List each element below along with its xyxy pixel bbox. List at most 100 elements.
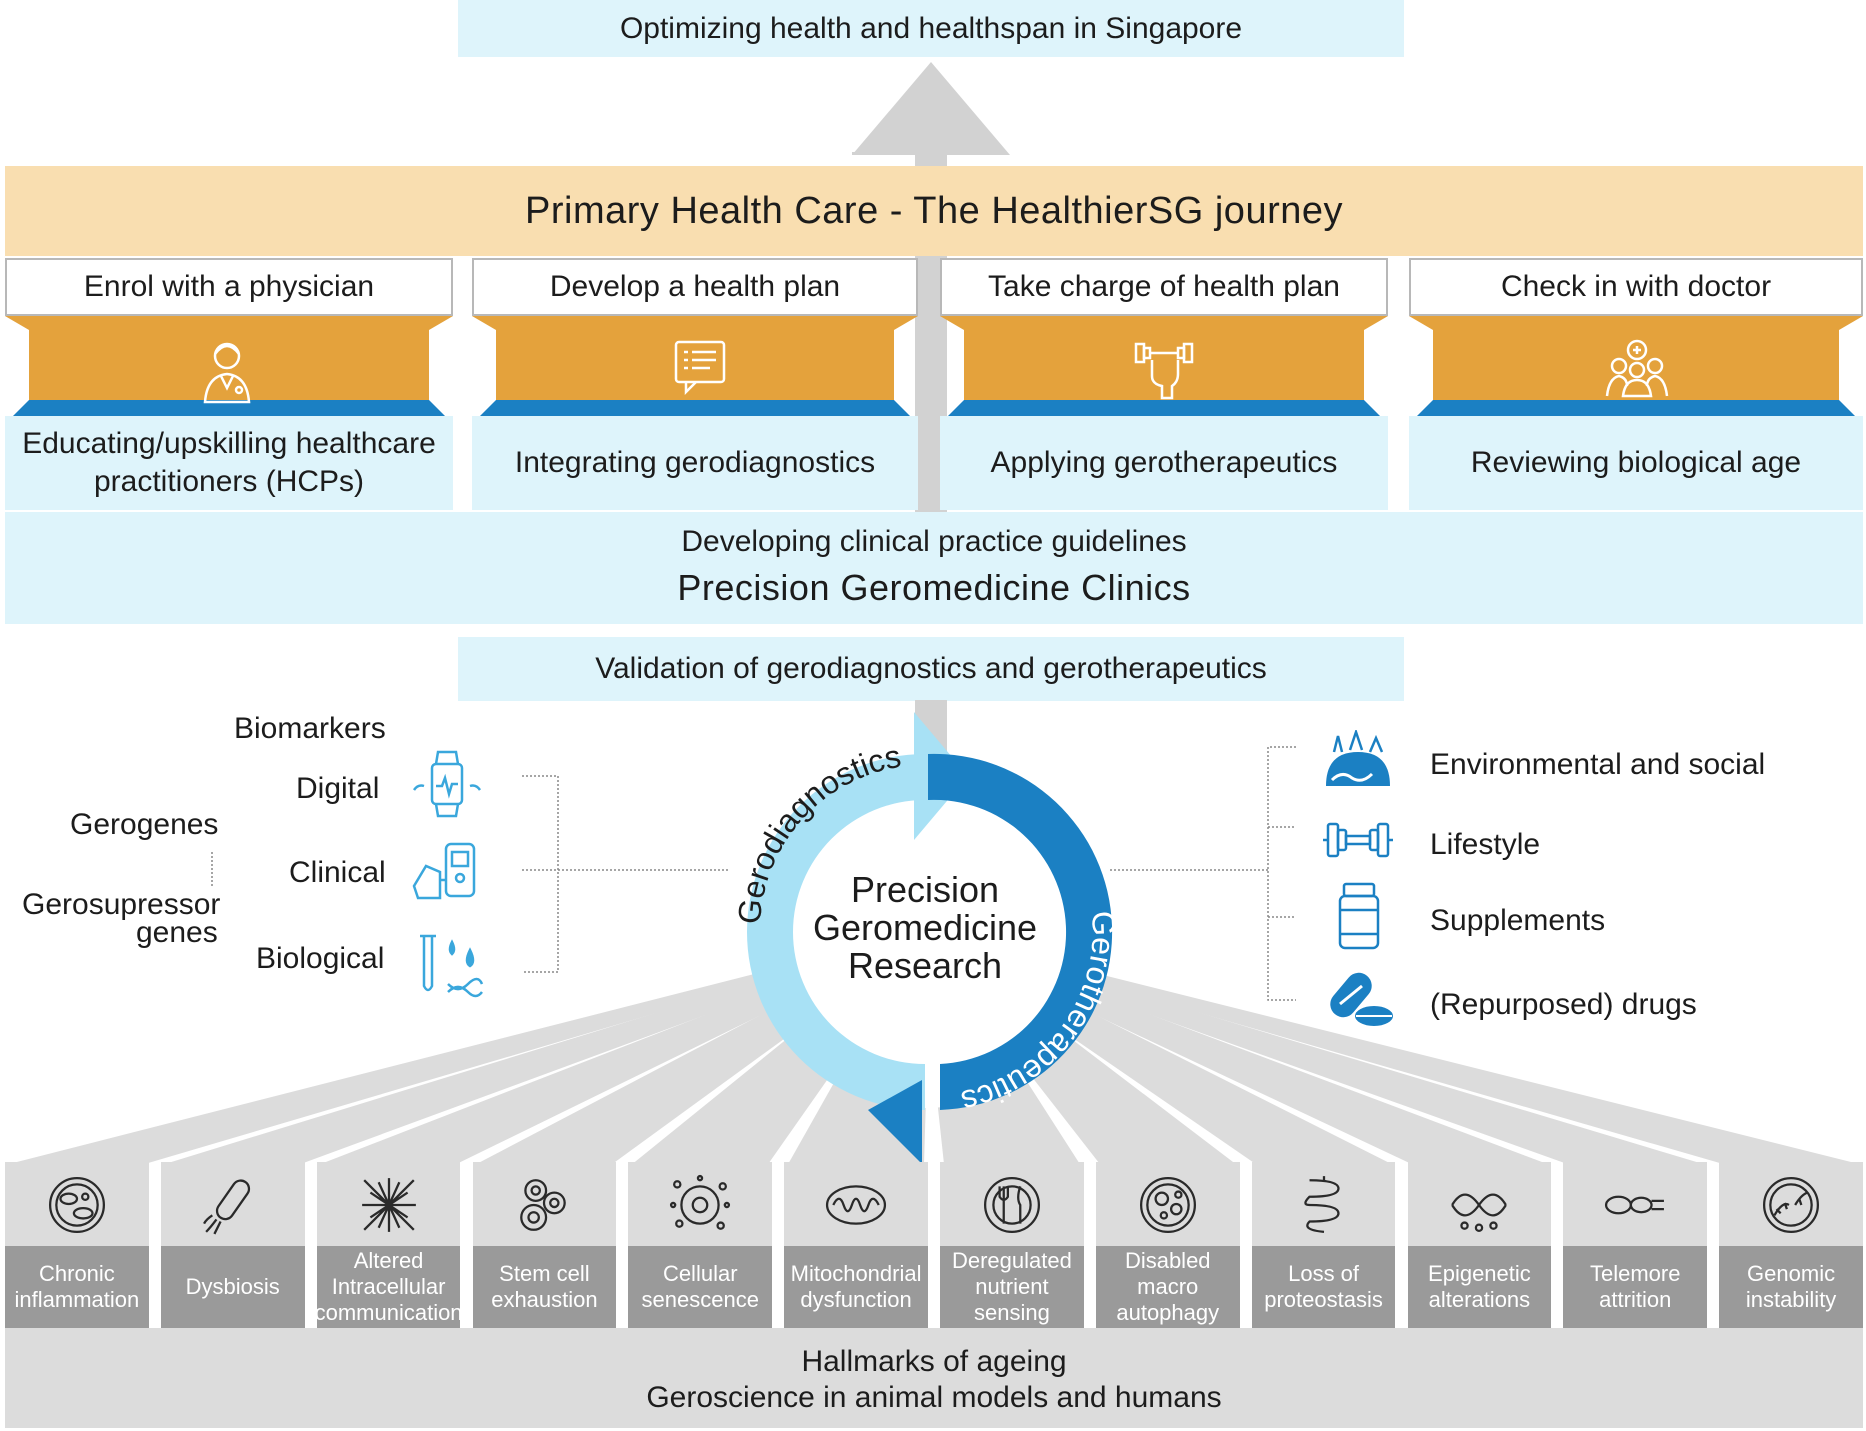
gerotherapeutics-arrowhead — [868, 1080, 922, 1164]
hallmark-label-line: Intracellular — [331, 1274, 446, 1299]
biomarkers-heading: Biomarkers — [234, 712, 386, 745]
biomarker-clinical: Clinical — [289, 856, 386, 889]
therapy-supplements: Supplements — [1430, 904, 1606, 937]
fist-dumbbell-icon — [1134, 342, 1194, 400]
validation-text: Validation of gerodiagnostics and geroth… — [595, 652, 1267, 685]
step-action: Applying gerotherapeutics — [990, 446, 1338, 479]
hallmark-icon-area — [628, 1162, 773, 1246]
hallmark-icon-area — [472, 1162, 617, 1246]
arrow-triangle — [852, 62, 1010, 155]
biomarker-digital: Digital — [296, 772, 380, 805]
step-label-box: Check in with doctor — [1409, 258, 1863, 316]
cycle-center-line-2: Geromedicine — [812, 907, 1038, 948]
autophagy-icon — [1139, 1176, 1196, 1234]
step-action: Integrating gerodiagnostics — [514, 446, 876, 479]
bacterium-icon — [202, 1179, 250, 1235]
step-action-box: Reviewing biological age — [1409, 416, 1863, 510]
plate-cutlery-icon — [983, 1176, 1040, 1234]
goal-text: Optimizing health and healthspan in Sing… — [619, 11, 1243, 45]
genes-label: genes — [136, 916, 218, 949]
clinics-subtitle: Developing clinical practice guidelines — [681, 525, 1187, 558]
doctor-patients-icon — [1605, 339, 1669, 398]
biomarker-connectors — [211, 775, 730, 973]
hallmark-label-line: Disabled — [1124, 1248, 1211, 1273]
gerosupressor-label: Gerosupressor — [22, 888, 221, 921]
inflammation-cell-icon — [48, 1176, 105, 1234]
gerotherapeutics-arc — [928, 753, 1113, 1110]
journey-step-plan: Develop a health plan Integrating gerodi… — [472, 258, 918, 510]
hallmark-label-line: macro — [1137, 1274, 1199, 1299]
therapeutic-connectors — [1110, 746, 1296, 1001]
central-diagram — [9, 700, 1859, 1164]
validation-band: Validation of gerodiagnostics and geroth… — [458, 637, 1404, 701]
step-label: Develop a health plan — [549, 270, 841, 303]
cycle-center-line-1: Precision — [850, 869, 1000, 910]
arc-labels: Gerodiagnostics Gerotherapeutics — [731, 738, 1122, 1120]
hallmark-icon-area — [1095, 1162, 1240, 1246]
hallmark-label-line: senescence — [641, 1287, 759, 1312]
hallmarks-footer — [5, 1328, 1863, 1428]
therapy-environmental: Environmental and social — [1430, 748, 1766, 781]
hallmark-label-box: Dysbiosis — [160, 1246, 305, 1328]
step-label: Take charge of health plan — [988, 270, 1340, 303]
senescent-cell-icon — [670, 1174, 731, 1230]
step-action: Reviewing biological age — [1470, 446, 1802, 479]
globe-nature-icon — [1326, 730, 1390, 786]
step-label: Enrol with a physician — [83, 270, 375, 303]
hallmarks-footer-line-2: Geroscience in animal models and humans — [646, 1381, 1222, 1414]
hallmark-ray-11 — [919, 932, 1859, 1164]
hallmarks-footer-line-1: Hallmarks of ageing — [801, 1345, 1067, 1378]
hallmark-icon-area — [1563, 1162, 1708, 1246]
hallmark-label-line: Stem cell — [499, 1261, 590, 1286]
hallmark-icon-area — [1251, 1162, 1396, 1246]
hallmark-ray-10 — [919, 932, 1704, 1164]
step-label-box: Develop a health plan — [472, 258, 918, 316]
hallmark-label-line: sensing — [973, 1300, 1050, 1325]
journey-step-enrol: Enrol with a physician Educating/upskill… — [5, 258, 453, 510]
primary-care-title: Primary Health Care - The HealthierSG jo… — [525, 189, 1343, 232]
hallmark-ray-0 — [9, 932, 931, 1164]
hallmark-label-line: proteostasis — [1264, 1287, 1383, 1312]
protein-fold-icon — [1303, 1176, 1340, 1233]
smartwatch-icon — [412, 750, 482, 818]
clinics-title: Precision Geromedicine Clinics — [677, 567, 1191, 608]
step-label: Check in with doctor — [1500, 270, 1772, 303]
network-icon — [361, 1178, 416, 1232]
hallmark-label-line: inflammation — [14, 1287, 140, 1312]
hallmark-label-line: Loss of — [1288, 1261, 1360, 1286]
doctor-icon — [203, 342, 251, 404]
arrow-shaft — [915, 150, 947, 170]
step-action-box: Integrating gerodiagnostics — [472, 416, 918, 510]
step-action-box: Educating/upskilling healthcare practiti… — [5, 416, 453, 510]
hallmark-label-line: autophagy — [1116, 1300, 1220, 1325]
therapy-lifestyle: Lifestyle — [1430, 828, 1541, 861]
gerogenes-label: Gerogenes — [70, 808, 219, 841]
upward-arrow — [852, 62, 1010, 170]
step-action: Educating/upskilling healthcare practiti… — [22, 427, 436, 498]
broken-dna-icon — [1763, 1176, 1820, 1234]
hallmark-icon-area — [1719, 1162, 1863, 1246]
cycle-center-disc — [749, 756, 1101, 1108]
biomarker-biological: Biological — [256, 942, 385, 975]
hallmark-label-line: Cellular — [662, 1261, 738, 1286]
gerodiagnostics-arc — [747, 754, 925, 1110]
hallmark-label-line: exhaustion — [491, 1287, 598, 1312]
hallmark-ray-1 — [164, 932, 932, 1164]
hallmark-icon-area — [316, 1162, 461, 1246]
goal-banner: Optimizing health and healthspan in Sing… — [458, 0, 1404, 57]
